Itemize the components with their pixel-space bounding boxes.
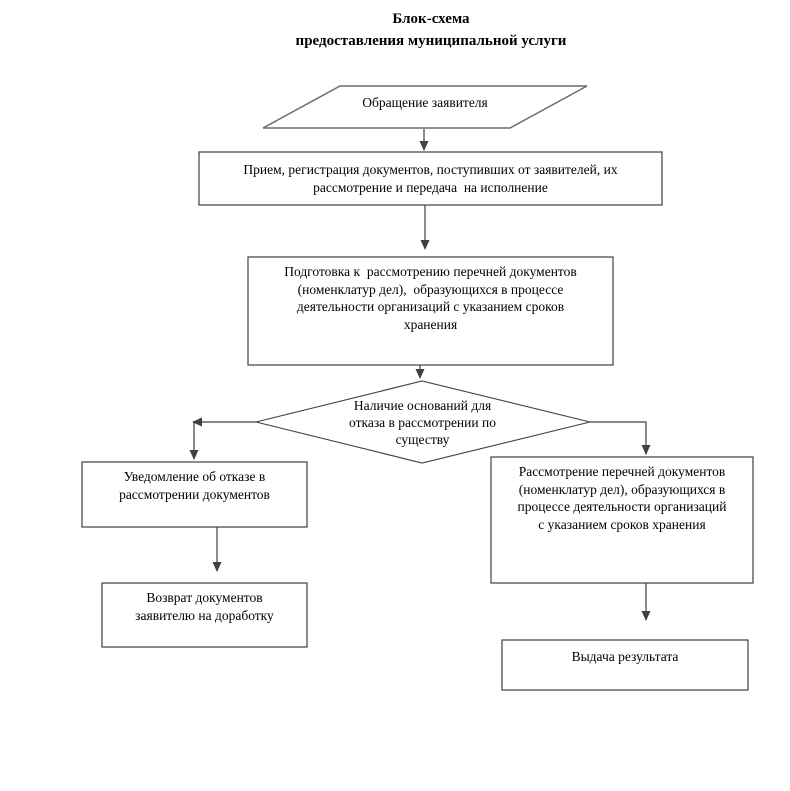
review-box-shape [490,456,754,584]
preparation-line-3: деятельности организаций с указанием сро… [296,299,565,314]
node-label-return-docs: Возврат документов заявителю на доработк… [103,584,306,646]
page-title-line2: предоставления муниципальной услуги [295,33,567,49]
node-label-preparation: Подготовка к рассмотрению перечней докум… [250,258,611,364]
review-line-1: Рассмотрение перечней документов [518,464,726,479]
review-line-2: (номенклатур дел), образующихся в [518,481,726,497]
decision-line-2: отказа в рассмотрении по [349,414,496,430]
start-parallelogram-shape [262,85,588,129]
preparation-box-shape [247,256,614,366]
refusal-notice-box-shape [81,461,308,528]
page-title: Блок-схема предоставления муниципальной … [250,8,612,52]
preparation-line-4: хранения [403,316,458,332]
refusal-line-1: Уведомление об отказе в [123,469,266,484]
preparation-line-2: (номенклатур дел), образующихся в процес… [297,281,564,297]
review-line-4: с указанием сроков хранения [538,516,706,532]
result-box-shape [501,639,749,691]
reception-line-1: Прием, регистрация документов, поступивш… [243,162,618,177]
return-line-1: Возврат документов [146,590,263,605]
review-line-3: процессе деятельности организаций [517,499,727,514]
start-label-text: Обращение заявителя [362,95,488,111]
preparation-line-1: Подготовка к рассмотрению перечней докум… [284,264,577,279]
decision-line-3: существу [395,431,450,447]
arrow-decision-right [590,421,651,455]
page-title-line1: Блок-схема [392,11,470,27]
node-label-result: Выдача результата [503,641,747,689]
node-label-reception: Прием, регистрация документов, поступивш… [201,153,660,204]
return-docs-box-shape [101,582,308,648]
decision-line-1: Наличие оснований для [353,397,492,413]
node-label-decision: Наличие оснований для отказа в рассмотре… [302,395,543,449]
node-label-refusal-notice: Уведомление об отказе в рассмотрении док… [83,463,306,526]
refusal-line-2: рассмотрении документов [119,486,270,502]
decision-diamond-shape [255,380,591,464]
reception-box-shape [198,151,663,206]
return-line-2: заявителю на доработку [135,607,274,623]
node-label-start: Обращение заявителя [312,86,538,120]
result-label-text: Выдача результата [571,649,679,664]
reception-line-2: рассмотрение и передача на исполнение [313,179,548,195]
node-label-review: Рассмотрение перечней документов (номенк… [492,458,752,582]
